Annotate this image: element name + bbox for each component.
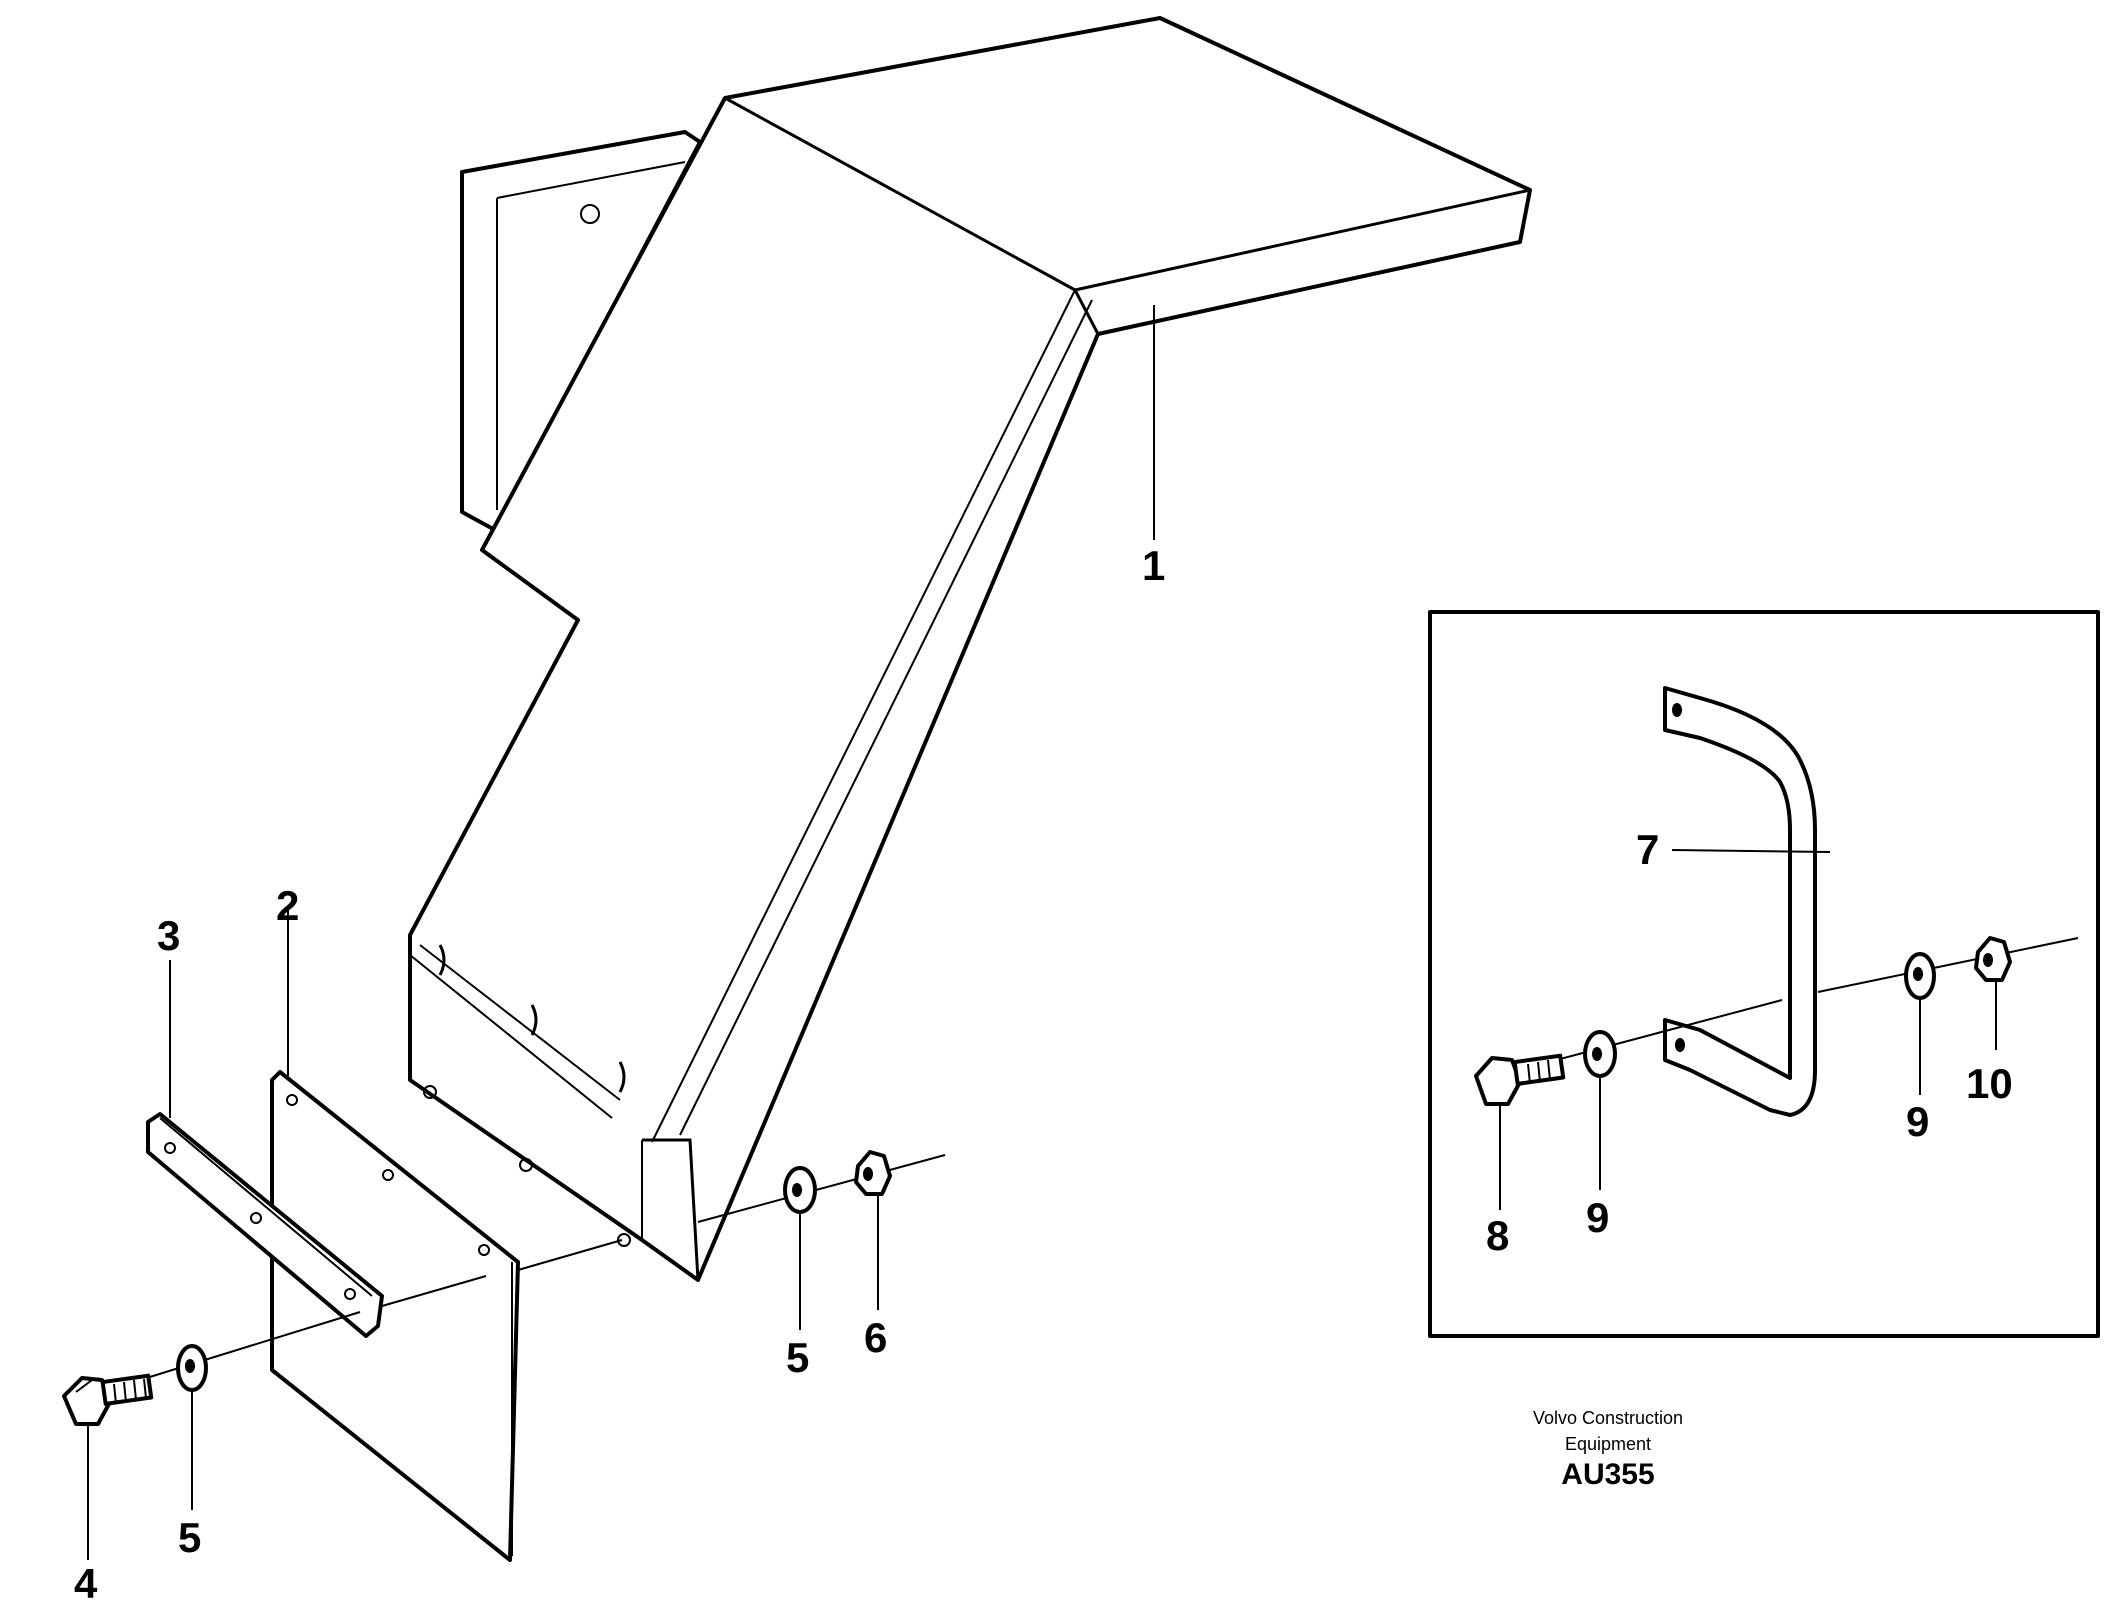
- callout-6: 6: [864, 1314, 887, 1361]
- hex-bolt: [62, 1373, 154, 1560]
- hex-nut: [854, 1150, 892, 1310]
- caption-code: AU355: [1561, 1458, 1654, 1491]
- flat-washer: [1904, 952, 1936, 1095]
- axis-line: [517, 1239, 623, 1271]
- callout-5-right: 5: [786, 1334, 809, 1381]
- axis-line: [381, 1275, 487, 1307]
- mounting-plate: [270, 908, 520, 1562]
- caption-line1: Volvo Construction: [1533, 1408, 1683, 1428]
- caption-line2: Equipment: [1565, 1434, 1651, 1454]
- clamp-strip: [146, 960, 384, 1338]
- callout-3: 3: [157, 912, 180, 959]
- callout-9-left: 9: [1586, 1194, 1609, 1241]
- axis-line: [697, 1154, 946, 1223]
- callout-2: 2: [276, 882, 299, 929]
- callout-7: 7: [1636, 826, 1659, 873]
- hex-bolt: [1474, 1053, 1566, 1210]
- flat-washer: [176, 1344, 208, 1510]
- callout-9-right: 9: [1906, 1098, 1929, 1145]
- flat-washer: [783, 1166, 817, 1330]
- hex-nut: [1974, 936, 2012, 1050]
- grab-handle: [1663, 686, 1831, 1117]
- flat-washer: [1583, 1030, 1617, 1190]
- callout-8: 8: [1486, 1212, 1509, 1259]
- callout-1: 1: [1142, 542, 1165, 589]
- callout-4: 4: [74, 1560, 98, 1607]
- fender-part: [408, 16, 1532, 1282]
- callout-10: 10: [1966, 1060, 2013, 1107]
- callout-5-left: 5: [178, 1514, 201, 1561]
- axis-line: [1817, 937, 2079, 993]
